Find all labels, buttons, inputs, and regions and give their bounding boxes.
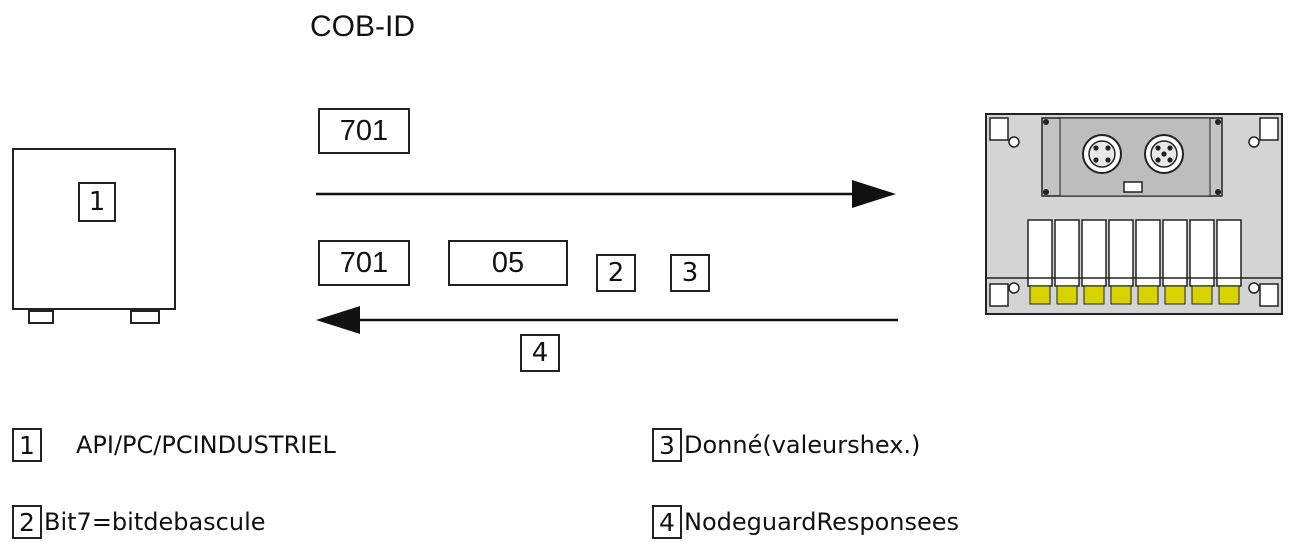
- request-cob-id-box: 701: [318, 108, 410, 154]
- legend-item-2-text: Bit7=bitdebascule: [44, 508, 266, 536]
- response-cob-id-box: 701: [318, 240, 410, 286]
- master-device: 1: [12, 148, 178, 324]
- legend-item-1: 1 API/PC/PCINDUSTRIEL: [12, 428, 336, 462]
- legend-item-2-num: 2: [12, 505, 42, 539]
- legend-item-1-text: API/PC/PCINDUSTRIEL: [76, 431, 336, 459]
- legend-item-2: 2 Bit7=bitdebascule: [12, 505, 266, 539]
- master-device-foot-right: [130, 310, 160, 324]
- diagram-title: COB-ID: [310, 10, 415, 43]
- valve-row: [1027, 219, 1242, 287]
- legend-item-1-num: 1: [12, 428, 42, 462]
- response-data-box: 05: [448, 240, 568, 286]
- request-arrow: [316, 180, 896, 208]
- legend-item-3-num: 3: [652, 428, 682, 462]
- marker-nodeguard-response: 4: [520, 334, 560, 372]
- legend-item-4-num: 4: [652, 505, 682, 539]
- valve-indicators: [1029, 285, 1240, 305]
- response-arrow: [316, 306, 898, 334]
- master-device-foot-left: [28, 310, 54, 324]
- legend-item-3-text: Donné(valeurshex.): [684, 431, 921, 459]
- marker-data: 3: [670, 254, 710, 292]
- master-device-body: [12, 148, 176, 310]
- slave-device: [985, 113, 1283, 315]
- marker-toggle-bit: 2: [596, 254, 636, 292]
- connector-right-icon: [1144, 134, 1184, 174]
- legend-item-4: 4 NodeguardResponsees: [652, 505, 959, 539]
- connector-left-icon: [1082, 134, 1122, 174]
- master-device-marker: 1: [78, 182, 116, 222]
- legend-item-3: 3 Donné(valeurshex.): [652, 428, 920, 462]
- legend-item-4-text: NodeguardResponsees: [684, 508, 960, 536]
